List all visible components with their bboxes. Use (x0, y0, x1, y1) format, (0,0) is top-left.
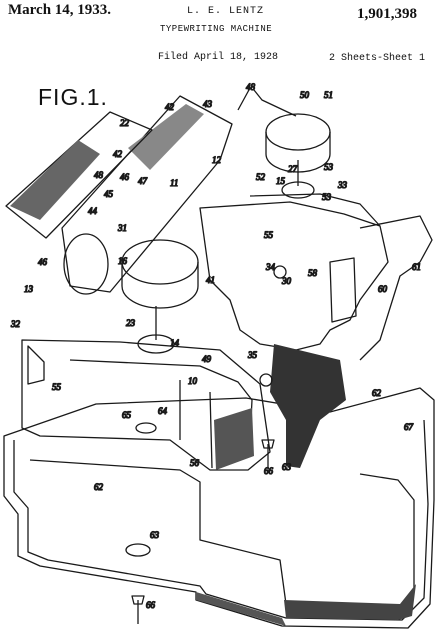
reference-numeral: 12 (212, 155, 222, 165)
paper-table (5, 111, 153, 239)
reference-numeral: 15 (276, 176, 286, 186)
reference-numeral: 32 (10, 319, 21, 329)
reference-numeral: 56 (190, 458, 200, 468)
figure-label: FIG.1. (38, 84, 108, 110)
reference-numeral: 34 (265, 262, 276, 272)
reference-numeral: 47 (138, 176, 148, 186)
reference-numeral: 66 (264, 466, 274, 476)
reference-numeral: 48 (246, 82, 256, 92)
reference-numeral: 41 (206, 275, 215, 285)
reference-numeral: 30 (281, 276, 292, 286)
reference-numeral: 53 (322, 192, 332, 202)
patent-date: March 14, 1933. (8, 2, 112, 18)
machine-body (21, 339, 271, 471)
inventor-name: L. E. LENTZ (187, 6, 265, 17)
sheet-count: 2 Sheets-Sheet 1 (329, 53, 426, 64)
patent-title: TYPEWRITING MACHINE (160, 24, 273, 34)
reference-numeral: 58 (308, 268, 318, 278)
reference-numeral: 42 (113, 149, 123, 159)
reference-numeral: 16 (118, 256, 128, 266)
reference-numeral: 55 (264, 230, 274, 240)
reference-numeral: 48 (94, 170, 104, 180)
reference-numeral: 45 (104, 189, 114, 199)
reference-numeral: 62 (372, 388, 382, 398)
reference-numeral: 66 (146, 600, 156, 610)
reference-numeral: 62 (94, 482, 104, 492)
reference-numeral: 42 (165, 102, 175, 112)
reference-numeral: 43 (203, 99, 213, 109)
patent-number: 1,901,398 (357, 6, 417, 22)
reference-numeral: 49 (202, 354, 212, 364)
reference-numeral: 10 (188, 376, 198, 386)
reference-numerals: 22 42 43 48 50 51 53 48 12 42 46 47 45 4… (9, 81, 421, 610)
reference-numeral: 46 (38, 257, 48, 267)
ribbon-spools (121, 87, 331, 354)
filing-date: Filed April 18, 1928 (158, 52, 279, 63)
reference-numeral: 51 (324, 90, 333, 100)
reference-numeral: 55 (52, 382, 62, 392)
reference-numeral: 13 (24, 284, 34, 294)
screws (125, 265, 287, 624)
reference-numeral: 60 (378, 284, 388, 294)
reference-numeral: 64 (158, 406, 168, 416)
reference-numeral: 63 (282, 462, 292, 472)
reference-numeral: 27 (288, 164, 298, 174)
reference-numeral: 46 (120, 172, 130, 182)
reference-numeral: 65 (122, 410, 132, 420)
reference-numeral: 67 (404, 422, 414, 432)
reference-numeral: 11 (170, 178, 178, 188)
reference-numeral: 33 (337, 180, 348, 190)
reference-numeral: 23 (126, 318, 136, 328)
reference-numeral: 53 (324, 162, 334, 172)
reference-numeral: 35 (247, 350, 258, 360)
reference-numeral: 22 (120, 118, 130, 128)
reference-numeral: 14 (170, 338, 180, 348)
reference-numeral: 61 (412, 262, 421, 272)
reference-numeral: 63 (150, 530, 160, 540)
reference-numeral: 44 (88, 206, 98, 216)
reference-numeral: 31 (117, 223, 127, 233)
reference-numeral: 50 (300, 90, 310, 100)
platen-roller (61, 95, 233, 295)
reference-numeral: 52 (256, 172, 266, 182)
